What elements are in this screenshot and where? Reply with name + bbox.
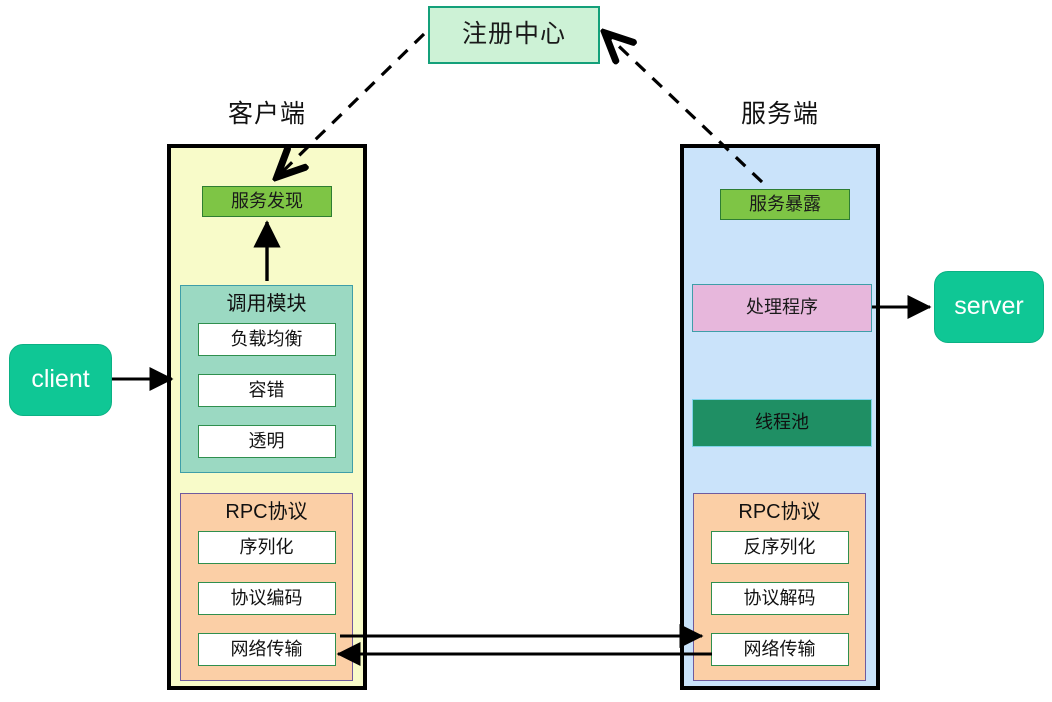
- invocation-module-group: 调用模块 负载均衡 容错 透明: [180, 285, 353, 473]
- client-container: 服务发现 调用模块 负载均衡 容错 透明 RPC协议 序列化 协议编码 网络传输: [167, 144, 367, 690]
- protocol-encode-label: 协议编码: [230, 587, 303, 608]
- serialization-item[interactable]: 序列化: [197, 531, 336, 564]
- deserialization-item[interactable]: 反序列化: [710, 531, 849, 564]
- registry-center-node[interactable]: 注册中心: [428, 6, 600, 64]
- client-endpoint-node[interactable]: client: [9, 344, 112, 416]
- client-caption-label: 客户端: [227, 100, 306, 128]
- server-rpc-protocol-group: RPC协议 反序列化 协议解码 网络传输: [693, 493, 866, 681]
- server-column-caption: 服务端: [680, 94, 880, 130]
- thread-pool-node[interactable]: 线程池: [692, 399, 872, 447]
- client-column-caption: 客户端: [167, 94, 367, 130]
- server-endpoint-node[interactable]: server: [934, 271, 1044, 343]
- registry-center-label: 注册中心: [461, 20, 566, 49]
- transparency-label: 透明: [248, 430, 285, 451]
- protocol-decode-label: 协议解码: [743, 587, 816, 608]
- client-network-transport-item[interactable]: 网络传输: [197, 633, 336, 666]
- server-network-transport-label: 网络传输: [743, 638, 816, 659]
- server-caption-label: 服务端: [740, 100, 819, 128]
- thread-pool-label: 线程池: [755, 412, 809, 433]
- deserialization-label: 反序列化: [743, 536, 816, 557]
- service-expose-node[interactable]: 服务暴露: [720, 189, 850, 220]
- load-balance-label: 负载均衡: [230, 328, 303, 349]
- client-endpoint-label: client: [31, 365, 90, 394]
- invocation-module-title: 调用模块: [226, 293, 307, 315]
- service-discovery-label: 服务发现: [231, 190, 303, 211]
- handler-node[interactable]: 处理程序: [692, 284, 872, 332]
- handler-label: 处理程序: [746, 297, 818, 318]
- fault-tolerance-label: 容错: [248, 379, 285, 400]
- server-container: 服务暴露 处理程序 线程池 RPC协议 反序列化 协议解码 网络传输: [680, 144, 880, 690]
- server-network-transport-item[interactable]: 网络传输: [710, 633, 849, 666]
- transparency-item[interactable]: 透明: [197, 425, 336, 458]
- server-endpoint-label: server: [954, 292, 1024, 321]
- client-network-transport-label: 网络传输: [230, 638, 303, 659]
- client-rpc-protocol-title: RPC协议: [225, 501, 308, 523]
- server-rpc-protocol-title: RPC协议: [738, 501, 821, 523]
- fault-tolerance-item[interactable]: 容错: [197, 374, 336, 407]
- protocol-encode-item[interactable]: 协议编码: [197, 582, 336, 615]
- serialization-label: 序列化: [239, 536, 294, 557]
- client-rpc-protocol-group: RPC协议 序列化 协议编码 网络传输: [180, 493, 353, 681]
- protocol-decode-item[interactable]: 协议解码: [710, 582, 849, 615]
- load-balance-item[interactable]: 负载均衡: [197, 323, 336, 356]
- service-expose-label: 服务暴露: [749, 193, 821, 214]
- service-discovery-node[interactable]: 服务发现: [202, 186, 332, 217]
